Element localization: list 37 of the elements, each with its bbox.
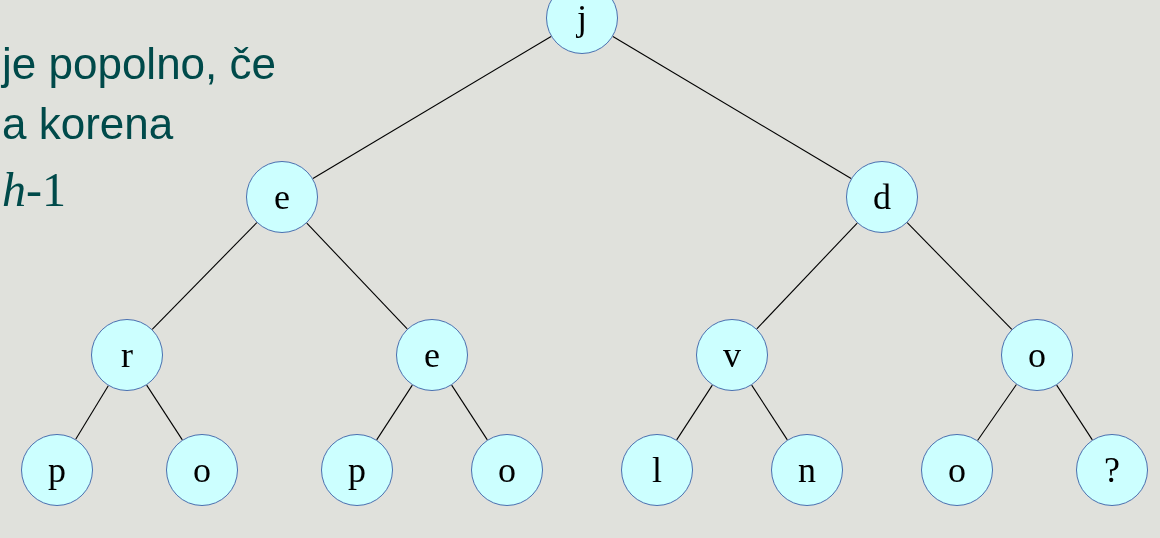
tree-edge (612, 35, 852, 180)
tree-edge (751, 384, 788, 441)
text-line: h-1 (2, 166, 66, 214)
tree-edge (306, 222, 408, 330)
tree-node-circle (246, 161, 318, 233)
tree-edge (756, 222, 858, 330)
node-letter: e (424, 334, 440, 376)
tree-edge (676, 384, 713, 441)
node-letter: j (577, 0, 587, 39)
node-letter: n (798, 449, 816, 491)
tree-node-circle (1001, 319, 1073, 391)
node-letter: l (652, 449, 662, 491)
tree-edge (146, 384, 183, 441)
text-line: je popolno, če (2, 42, 276, 86)
text-line: a korena (2, 102, 174, 146)
node-letter: p (348, 449, 366, 491)
node-letter: o (193, 449, 211, 491)
tree-edge (376, 384, 413, 441)
tree-edge (312, 35, 552, 180)
tree-node-circle (91, 319, 163, 391)
tree-edge (977, 384, 1017, 441)
tree-edge (1056, 384, 1093, 441)
tree-edge (906, 222, 1013, 330)
node-letter: ? (1104, 449, 1120, 491)
tree-node-circle (546, 0, 618, 54)
node-letter: r (121, 334, 133, 376)
node-letter: p (48, 449, 66, 491)
node-letter: o (1028, 334, 1046, 376)
node-letter: v (723, 334, 741, 376)
tree-edge (451, 384, 488, 441)
node-letter: o (498, 449, 516, 491)
tree-edge (151, 222, 258, 330)
node-letter: e (274, 176, 290, 218)
node-letter: d (873, 176, 891, 218)
tree-edge (75, 385, 109, 440)
tree-node-circle (846, 161, 918, 233)
node-letter: o (948, 449, 966, 491)
